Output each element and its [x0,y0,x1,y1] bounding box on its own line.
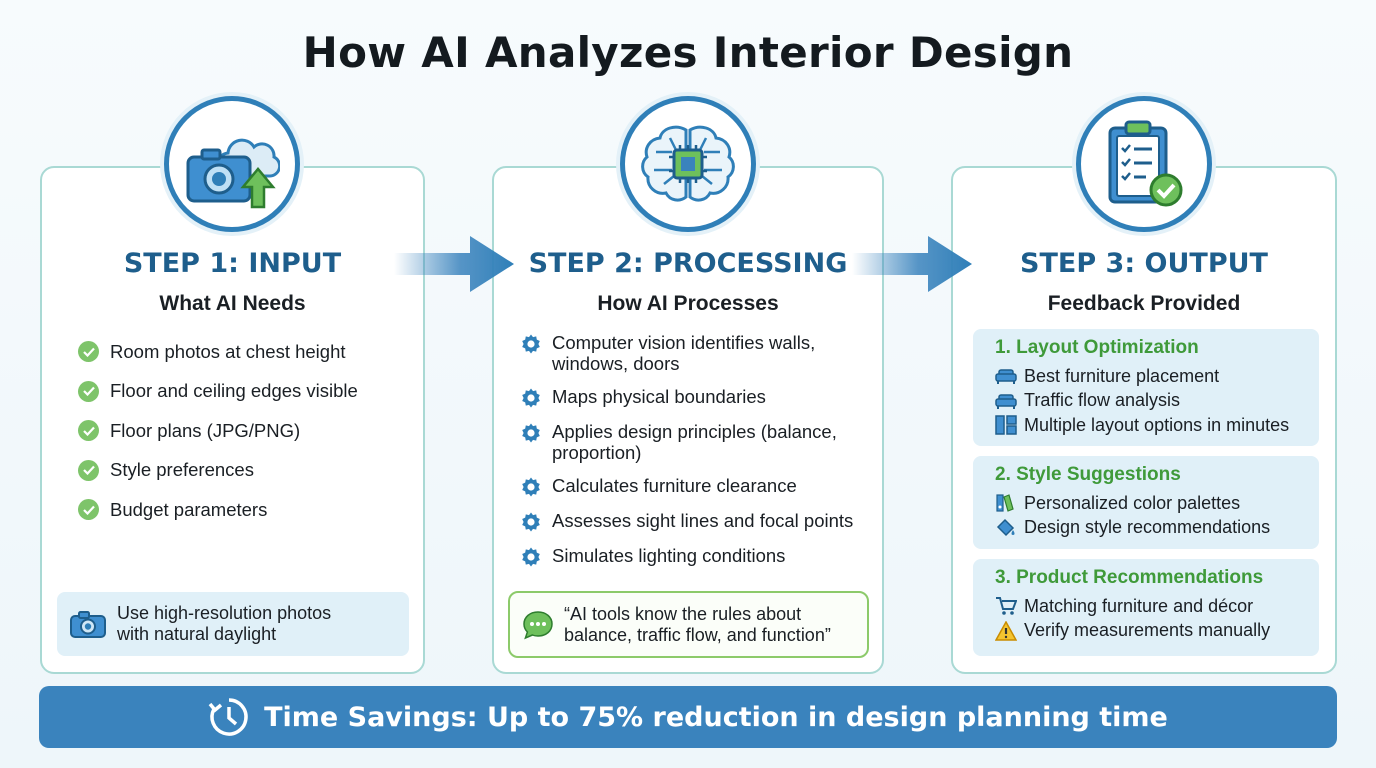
gear-icon [522,512,540,532]
list-item-text: Floor plans (JPG/PNG) [110,419,301,441]
product-recommendations-block: 3. Product Recommendations Matching furn… [973,559,1319,656]
list-item-text: Room photos at chest height [110,340,346,362]
step-2-subtitle: How AI Processes [597,292,779,315]
gear-icon [522,547,540,567]
step-2-title: STEP 2: PROCESSING [528,248,848,279]
list-item-text: Verify measurements manually [1024,620,1271,641]
checkmark-icon [78,380,99,402]
list-item: Calculates furniture clearance [520,475,870,498]
list-item-line: Simulates lighting conditions [552,545,786,566]
list-item: Matching furniture and décor [995,594,1319,619]
style-suggestions-block: 2. Style Suggestions Personalized color … [973,456,1319,549]
checkmark-icon [78,341,99,363]
list-item-text: Floor and ceiling edges visible [110,380,358,402]
layout-optimization-block: 1. Layout Optimization Best furniture pl… [973,329,1319,446]
list-item: Computer vision identifies walls,windows… [520,332,870,374]
brain-chip-icon [641,125,735,202]
checkmark-icon [78,420,99,442]
tip-line-1: Use high-resolution photos [117,603,332,623]
camera-icon [70,611,106,638]
list-item: Assesses sight lines and focal points [520,510,870,533]
gear-icon [522,388,540,408]
list-item-text: Budget parameters [110,498,268,520]
clipboard-checklist-icon [1108,120,1183,207]
checkmark-icon [78,459,99,481]
input-requirements-list: Room photos at chest height Floor and ce… [78,332,408,530]
processing-quote-box: “AI tools know the rules about balance, … [508,591,869,658]
flow-arrow-icon [394,236,514,292]
list-item: Budget parameters [78,490,408,530]
gear-icon [522,423,540,443]
list-item: Floor and ceiling edges visible [78,372,408,412]
list-item: Multiple layout options in minutes [995,413,1319,438]
shopping-cart-icon [996,597,1017,616]
flow-arrow-icon [852,236,972,292]
list-item-text: Matching furniture and décor [1024,595,1254,616]
step-1-panel [40,166,425,674]
list-item-line: windows, doors [552,353,680,374]
processing-steps-list: Computer vision identifies walls,windows… [520,332,870,580]
list-item: Floor plans (JPG/PNG) [78,411,408,451]
quote-line-2: balance, traffic flow, and function” [564,624,831,645]
list-item-text: Best furniture placement [1024,365,1220,386]
banner-text: Time Savings: Up to 75% reduction in des… [264,701,1168,733]
step-1-title: STEP 1: INPUT [123,248,342,279]
tip-line-2: with natural daylight [117,624,277,644]
palette-icon [996,494,1014,513]
list-item: Applies design principles (balance,propo… [520,421,870,463]
clock-icon [208,698,248,736]
input-icon-circle [164,96,300,232]
output-icon-circle [1076,96,1212,232]
quote-line-1: “AI tools know the rules about [564,603,802,624]
block-heading: 3. Product Recommendations [995,567,1264,588]
sofa-icon [995,369,1017,385]
list-item: Simulates lighting conditions [520,545,870,568]
list-item: Design style recommendations [995,516,1319,541]
list-item-line: Calculates furniture clearance [552,475,797,496]
list-item-line: Applies design principles (balance, [552,421,837,442]
camera-cloud-upload-icon [186,138,280,209]
list-item-text: Style preferences [110,459,254,481]
checkmark-icon [78,499,99,521]
input-tip-box: Use high-resolution photos with natural … [57,592,409,656]
list-item: Style preferences [78,451,408,491]
list-item-line: Maps physical boundaries [552,386,766,407]
paint-bucket-icon [996,518,1015,536]
speech-bubble-icon [523,610,553,639]
list-item-line: Assesses sight lines and focal points [552,510,854,531]
time-savings-banner: Time Savings: Up to 75% reduction in des… [39,686,1337,748]
block-heading: 2. Style Suggestions [995,464,1181,485]
list-item-text: Multiple layout options in minutes [1024,414,1290,435]
gear-icon [522,334,540,354]
step-2-panel [492,166,884,674]
list-item: Maps physical boundaries [520,386,870,409]
processing-icon-circle [620,96,756,232]
list-item-text: Personalized color palettes [1024,492,1241,513]
warning-icon [995,620,1017,641]
list-item: Best furniture placement [995,364,1319,389]
step-1-subtitle: What AI Needs [159,292,306,315]
sofa-icon [995,394,1017,409]
list-item-text: Traffic flow analysis [1024,390,1181,411]
layout-grid-icon [995,415,1017,435]
list-item: Verify measurements manually [995,619,1319,644]
gear-icon [522,477,540,497]
list-item: Room photos at chest height [78,332,408,372]
step-3-subtitle: Feedback Provided [1047,292,1241,315]
step-3-title: STEP 3: OUTPUT [1020,248,1268,279]
list-item: Personalized color palettes [995,491,1319,516]
block-heading: 1. Layout Optimization [995,337,1199,358]
page-title: How AI Analyzes Interior Design [302,28,1074,77]
list-item-text: Design style recommendations [1024,517,1271,538]
list-item-line: Computer vision identifies walls, [552,332,816,353]
list-item-line: proportion) [552,442,642,463]
list-item: Traffic flow analysis [995,389,1319,414]
